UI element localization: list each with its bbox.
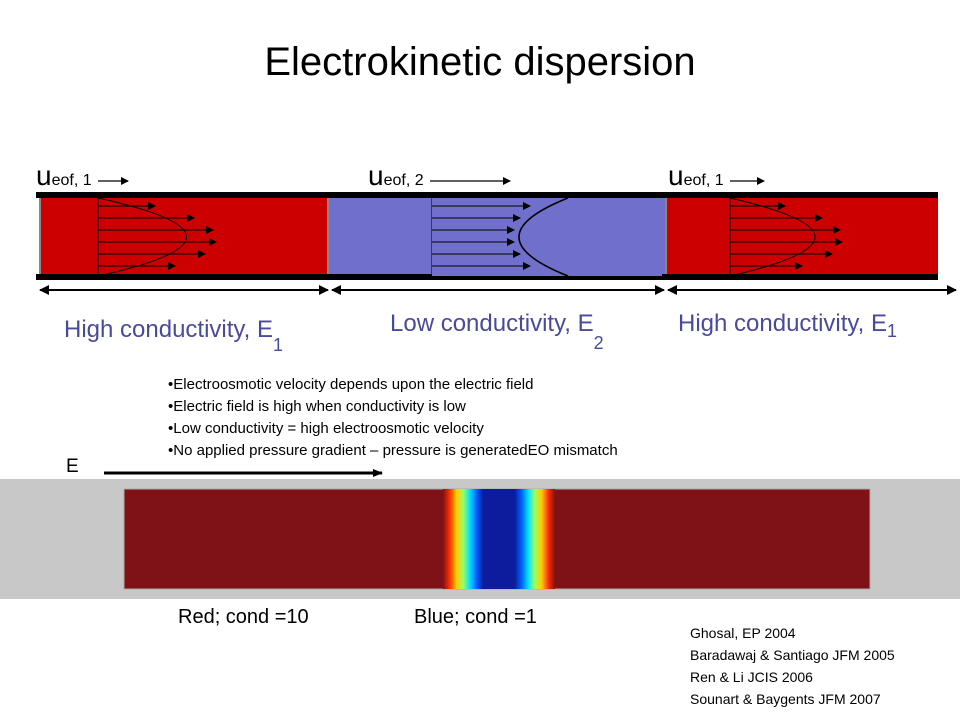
velocity-subscript: eof, 1 — [683, 172, 724, 189]
bullet-item: Electroosmotic velocity depends upon the… — [168, 374, 618, 396]
velocity-symbol: u — [668, 160, 684, 191]
velocity-profile-left — [97, 197, 217, 277]
legend-red-label: Red; cond =10 — [178, 606, 309, 628]
reference-list: Ghosal, EP 2004 Baradawaj & Santiago JFM… — [690, 622, 895, 710]
legend-blue-label: Blue; cond =1 — [414, 606, 537, 628]
low-conductivity-band — [443, 489, 555, 589]
page-title: Electrokinetic dispersion — [264, 40, 696, 84]
region-label-2: Low conductivity, E2 — [390, 310, 604, 353]
region-label-subscript: 1 — [886, 321, 897, 341]
reference-item: Ghosal, EP 2004 — [690, 625, 796, 641]
high-conductivity-region-left — [40, 198, 328, 276]
region-label-3: High conductivity, E1 — [678, 310, 897, 341]
region-label-subscript: 2 — [593, 333, 604, 353]
bullet-list: Electroosmotic velocity depends upon the… — [168, 374, 618, 462]
region-label-text: High conductivity, E — [678, 310, 887, 337]
velocity-profile-right — [729, 197, 843, 277]
region-label-text: Low conductivity, E — [390, 310, 594, 337]
region-label-text: High conductivity, E — [64, 316, 273, 343]
bullet-item: Electric field is high when conductivity… — [168, 396, 618, 418]
velocity-label-3: ueof, 1 — [668, 160, 724, 192]
bullet-item: Low conductivity = high electroosmotic v… — [168, 418, 618, 440]
reference-item: Ren & Li JCIS 2006 — [690, 669, 813, 685]
velocity-label-2: ueof, 2 — [368, 160, 424, 192]
velocity-subscript: eof, 1 — [51, 172, 92, 189]
velocity-subscript: eof, 2 — [383, 172, 424, 189]
region-label-subscript: 1 — [272, 335, 283, 355]
simulation-strip — [104, 469, 871, 590]
high-conductivity-region-right — [666, 198, 938, 276]
reference-item: Baradawaj & Santiago JFM 2005 — [690, 647, 895, 663]
field-label: E — [66, 456, 79, 477]
region-label-1: High conductivity, E1 — [64, 316, 283, 355]
bullet-item: No applied pressure gradient – pressure … — [168, 440, 617, 462]
channel-bottom-wall — [36, 274, 938, 280]
channel-diagram — [36, 177, 957, 295]
velocity-symbol: u — [36, 160, 52, 191]
channel-top-wall — [36, 192, 938, 198]
reference-item: Sounart & Baygents JFM 2007 — [690, 691, 881, 707]
velocity-label-1: ueof, 1 — [36, 160, 92, 192]
velocity-symbol: u — [368, 160, 384, 191]
